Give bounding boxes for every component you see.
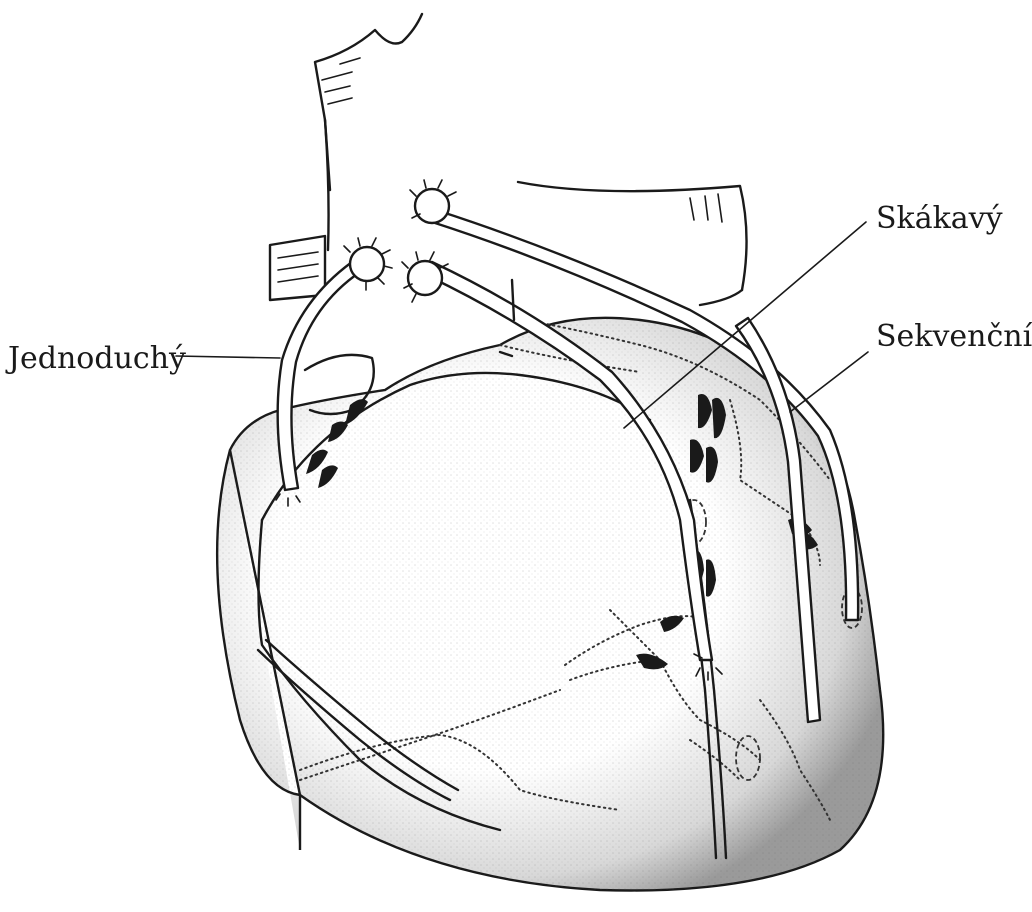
label-jump: Skákavý	[876, 201, 1003, 236]
leader-simple	[176, 356, 280, 358]
aorta	[315, 14, 422, 250]
label-simple: Jednoduchý	[5, 341, 186, 376]
label-sequential: Sekvenční	[876, 319, 1032, 354]
leader-sequential	[790, 352, 868, 412]
vena-cava	[270, 236, 325, 300]
